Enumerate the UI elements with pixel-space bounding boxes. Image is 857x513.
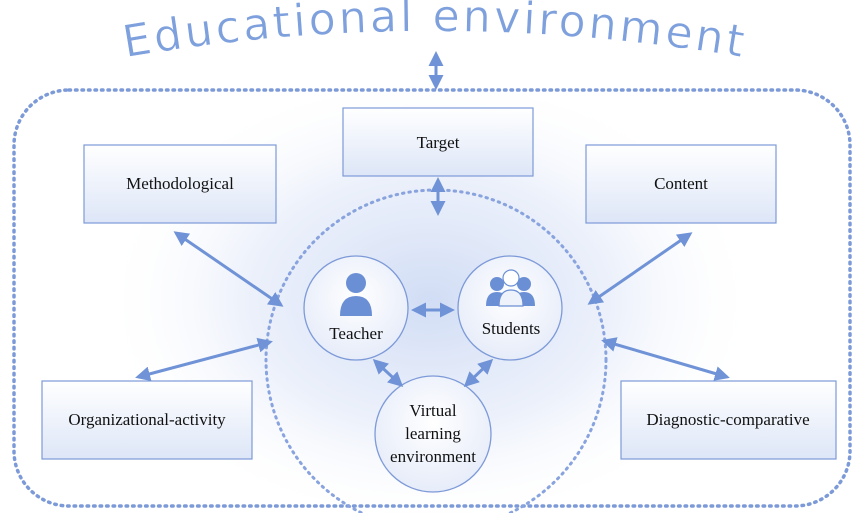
box-diagnostic-comparative: Diagnostic-comparative bbox=[620, 380, 837, 460]
node-students: Students bbox=[457, 255, 563, 361]
teacher-icon bbox=[340, 273, 372, 316]
node-virtual-learning-environment: Virtual learning environment bbox=[374, 375, 492, 493]
svg-text:Target: Target bbox=[417, 133, 460, 152]
students-group-icon bbox=[486, 269, 535, 307]
arrow-methodological-circle bbox=[173, 231, 284, 307]
box-methodological: Methodological bbox=[83, 144, 277, 224]
arrow-students-virtual bbox=[463, 358, 494, 388]
svg-text:Students: Students bbox=[482, 319, 541, 338]
box-target: Target bbox=[342, 107, 534, 177]
outer-dotted-border bbox=[12, 88, 852, 508]
svg-text:Virtual: Virtual bbox=[409, 401, 456, 420]
box-content: Content bbox=[585, 144, 777, 224]
arrow-organizational-circle bbox=[135, 337, 273, 382]
svg-text:Content: Content bbox=[654, 174, 708, 193]
arrow-diagnostic-circle bbox=[601, 337, 730, 381]
svg-text:environment: environment bbox=[390, 447, 476, 466]
svg-text:Teacher: Teacher bbox=[329, 324, 383, 343]
svg-text:Organizational-activity: Organizational-activity bbox=[68, 410, 226, 429]
box-organizational-activity: Organizational-activity bbox=[41, 380, 253, 460]
arrow-teacher-virtual bbox=[372, 358, 404, 388]
node-teacher: Teacher bbox=[303, 255, 409, 361]
arrow-content-circle bbox=[587, 232, 693, 305]
svg-text:learning: learning bbox=[405, 424, 461, 443]
svg-text:Methodological: Methodological bbox=[126, 174, 234, 193]
svg-text:Diagnostic-comparative: Diagnostic-comparative bbox=[646, 410, 809, 429]
